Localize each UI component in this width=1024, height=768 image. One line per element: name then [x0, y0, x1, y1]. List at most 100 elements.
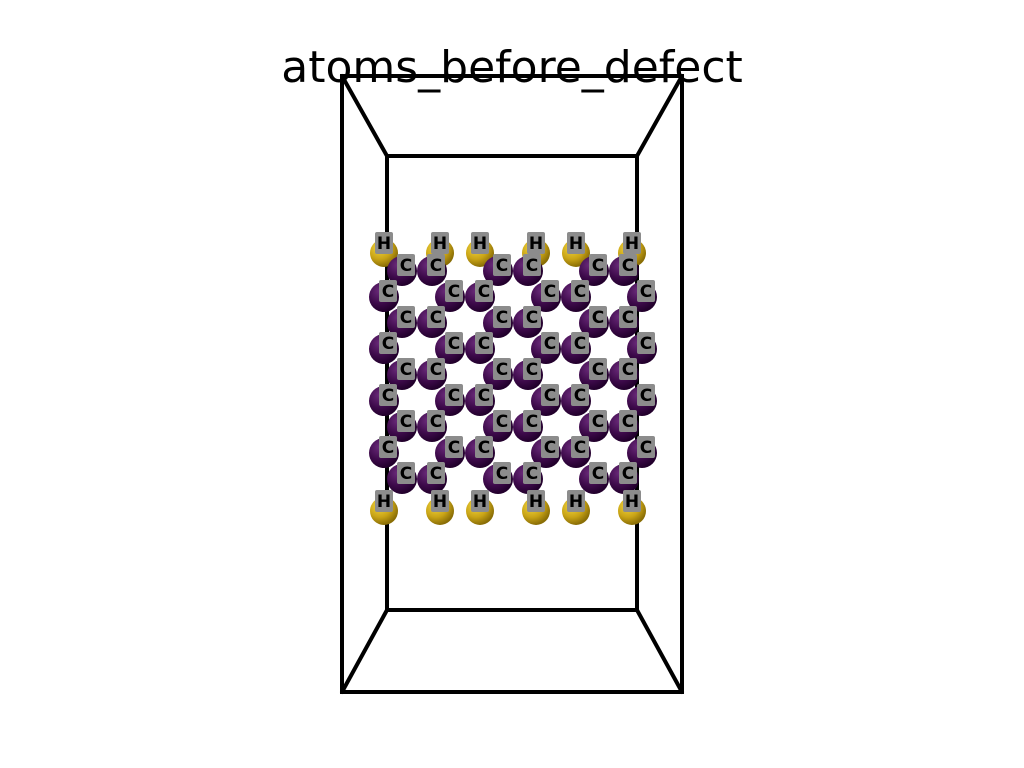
carbon-atom: C [531, 332, 561, 364]
carbon-atom: C [435, 436, 465, 468]
atom-label-box [427, 462, 445, 484]
carbon-atom: C [609, 254, 639, 286]
carbon-label: C [400, 464, 412, 484]
carbon-label: C [496, 464, 508, 484]
carbon-label: C [430, 464, 442, 484]
atom-label-box [637, 436, 655, 458]
carbon-label: C [448, 334, 460, 354]
hydrogen-atom: H [618, 490, 646, 525]
atom-label-box [379, 384, 397, 406]
hydrogen-label: H [433, 234, 447, 254]
carbon-atom: C [417, 254, 447, 286]
carbon-atom: C [435, 280, 465, 312]
carbon-atom: C [531, 384, 561, 416]
box-edge-bottom-left [340, 608, 389, 694]
atom-label-box [571, 384, 589, 406]
atom-label-box [397, 306, 415, 328]
carbon-label: C [478, 334, 490, 354]
carbon-label: C [526, 464, 538, 484]
hydrogen-label: H [625, 492, 639, 512]
carbon-label: C [574, 282, 586, 302]
carbon-atom: C [387, 306, 417, 338]
carbon-label: C [526, 308, 538, 328]
carbon-atom: C [513, 358, 543, 390]
carbon-label: C [382, 386, 394, 406]
carbon-atom: C [627, 436, 657, 468]
carbon-atom: C [609, 462, 639, 494]
hydrogen-atom: H [522, 490, 550, 525]
carbon-atom: C [417, 410, 447, 442]
carbon-atom: C [561, 332, 591, 364]
carbon-atom: C [483, 410, 513, 442]
carbon-label: C [622, 256, 634, 276]
atom-label-box [523, 462, 541, 484]
carbon-atom: C [513, 254, 543, 286]
atom-label-box [375, 490, 393, 512]
carbon-atom: C [387, 358, 417, 390]
carbon-label: C [430, 308, 442, 328]
atom-label-box [619, 306, 637, 328]
hydrogen-label: H [569, 234, 583, 254]
atom-label-box [619, 462, 637, 484]
carbon-atom: C [417, 462, 447, 494]
carbon-label: C [640, 334, 652, 354]
atom-label-box [493, 358, 511, 380]
carbon-atom: C [387, 254, 417, 286]
hydrogen-atom: H [370, 232, 398, 267]
atom-label-box [397, 358, 415, 380]
atom-label-box [527, 232, 545, 254]
carbon-atom: C [579, 462, 609, 494]
carbon-atom: C [609, 410, 639, 442]
atom-label-box [431, 490, 449, 512]
atom-label-box [523, 358, 541, 380]
atom-label-box [475, 332, 493, 354]
carbon-label: C [574, 334, 586, 354]
carbon-label: C [574, 386, 586, 406]
atom-label-box [589, 306, 607, 328]
carbon-atom: C [369, 332, 399, 364]
hydrogen-atom: H [466, 490, 494, 525]
atom-label-box [541, 280, 559, 302]
carbon-atom: C [609, 306, 639, 338]
atom-label-box [619, 358, 637, 380]
carbon-atom: C [417, 358, 447, 390]
carbon-label: C [640, 282, 652, 302]
carbon-label: C [544, 386, 556, 406]
hydrogen-label: H [377, 492, 391, 512]
carbon-atom: C [513, 462, 543, 494]
carbon-atom: C [369, 436, 399, 468]
carbon-atom: C [417, 306, 447, 338]
hydrogen-atom: H [466, 232, 494, 267]
atom-label-box [523, 254, 541, 276]
hydrogen-atom: H [426, 490, 454, 525]
carbon-label: C [382, 334, 394, 354]
carbon-atom: C [435, 332, 465, 364]
carbon-label: C [496, 412, 508, 432]
carbon-label: C [622, 308, 634, 328]
carbon-label: C [526, 256, 538, 276]
carbon-label: C [526, 360, 538, 380]
hydrogen-atom: H [522, 232, 550, 267]
atom-label-box [493, 254, 511, 276]
carbon-label: C [496, 360, 508, 380]
carbon-atom: C [579, 358, 609, 390]
carbon-label: C [592, 308, 604, 328]
carbon-atom: C [369, 280, 399, 312]
carbon-label: C [400, 308, 412, 328]
atom-label-box [541, 332, 559, 354]
hydrogen-label: H [473, 492, 487, 512]
atom-label-box [379, 280, 397, 302]
carbon-label: C [400, 412, 412, 432]
carbon-atom: C [465, 384, 495, 416]
atom-label-box [541, 384, 559, 406]
atom-label-box [445, 436, 463, 458]
carbon-atom: C [387, 462, 417, 494]
carbon-label: C [526, 412, 538, 432]
carbon-label: C [574, 438, 586, 458]
carbon-atom: C [483, 358, 513, 390]
carbon-label: C [592, 360, 604, 380]
carbon-label: C [478, 282, 490, 302]
carbon-label: C [622, 360, 634, 380]
